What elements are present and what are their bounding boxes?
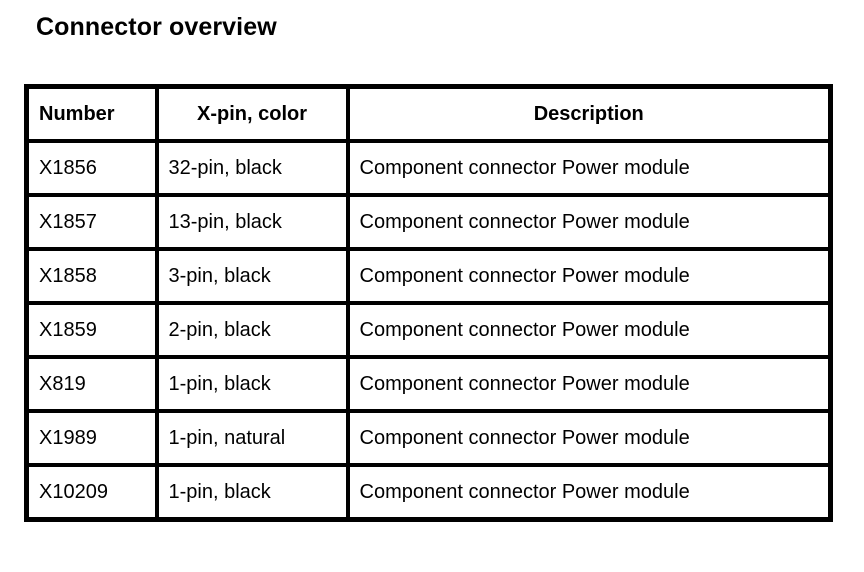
table-row: X1859 2-pin, black Component connector P…	[24, 301, 833, 359]
table-header-row: Number X-pin, color Description	[24, 84, 833, 143]
table-row: X1858 3-pin, black Component connector P…	[24, 247, 833, 305]
table-body: X1856 32-pin, black Component connector …	[24, 139, 833, 522]
connector-overview-table: Number X-pin, color Description X1856 32…	[24, 84, 833, 522]
connector-table-container: Number X-pin, color Description X1856 32…	[24, 84, 833, 522]
cell-number: X1858	[24, 247, 159, 305]
cell-pin-color: 32-pin, black	[154, 139, 350, 197]
cell-pin-color: 3-pin, black	[154, 247, 350, 305]
cell-number: X819	[24, 355, 159, 413]
table-row: X819 1-pin, black Component connector Po…	[24, 355, 833, 413]
cell-number: X1989	[24, 409, 159, 467]
table-row: X10209 1-pin, black Component connector …	[24, 463, 833, 522]
column-header-description: Description	[345, 84, 833, 143]
table-row: X1857 13-pin, black Component connector …	[24, 193, 833, 251]
cell-number: X1856	[24, 139, 159, 197]
cell-number: X10209	[24, 463, 159, 522]
cell-description: Component connector Power module	[345, 247, 833, 305]
table-header: Number X-pin, color Description	[24, 84, 833, 143]
cell-pin-color: 1-pin, black	[154, 463, 350, 522]
column-header-pin-color: X-pin, color	[154, 84, 350, 143]
cell-pin-color: 13-pin, black	[154, 193, 350, 251]
cell-number: X1859	[24, 301, 159, 359]
cell-description: Component connector Power module	[345, 463, 833, 522]
column-header-number: Number	[24, 84, 159, 143]
cell-pin-color: 1-pin, black	[154, 355, 350, 413]
table-row: X1989 1-pin, natural Component connector…	[24, 409, 833, 467]
cell-pin-color: 2-pin, black	[154, 301, 350, 359]
table-row: X1856 32-pin, black Component connector …	[24, 139, 833, 197]
cell-description: Component connector Power module	[345, 193, 833, 251]
page-title: Connector overview	[36, 13, 277, 41]
cell-description: Component connector Power module	[345, 139, 833, 197]
cell-description: Component connector Power module	[345, 355, 833, 413]
cell-description: Component connector Power module	[345, 301, 833, 359]
cell-description: Component connector Power module	[345, 409, 833, 467]
cell-pin-color: 1-pin, natural	[154, 409, 350, 467]
cell-number: X1857	[24, 193, 159, 251]
